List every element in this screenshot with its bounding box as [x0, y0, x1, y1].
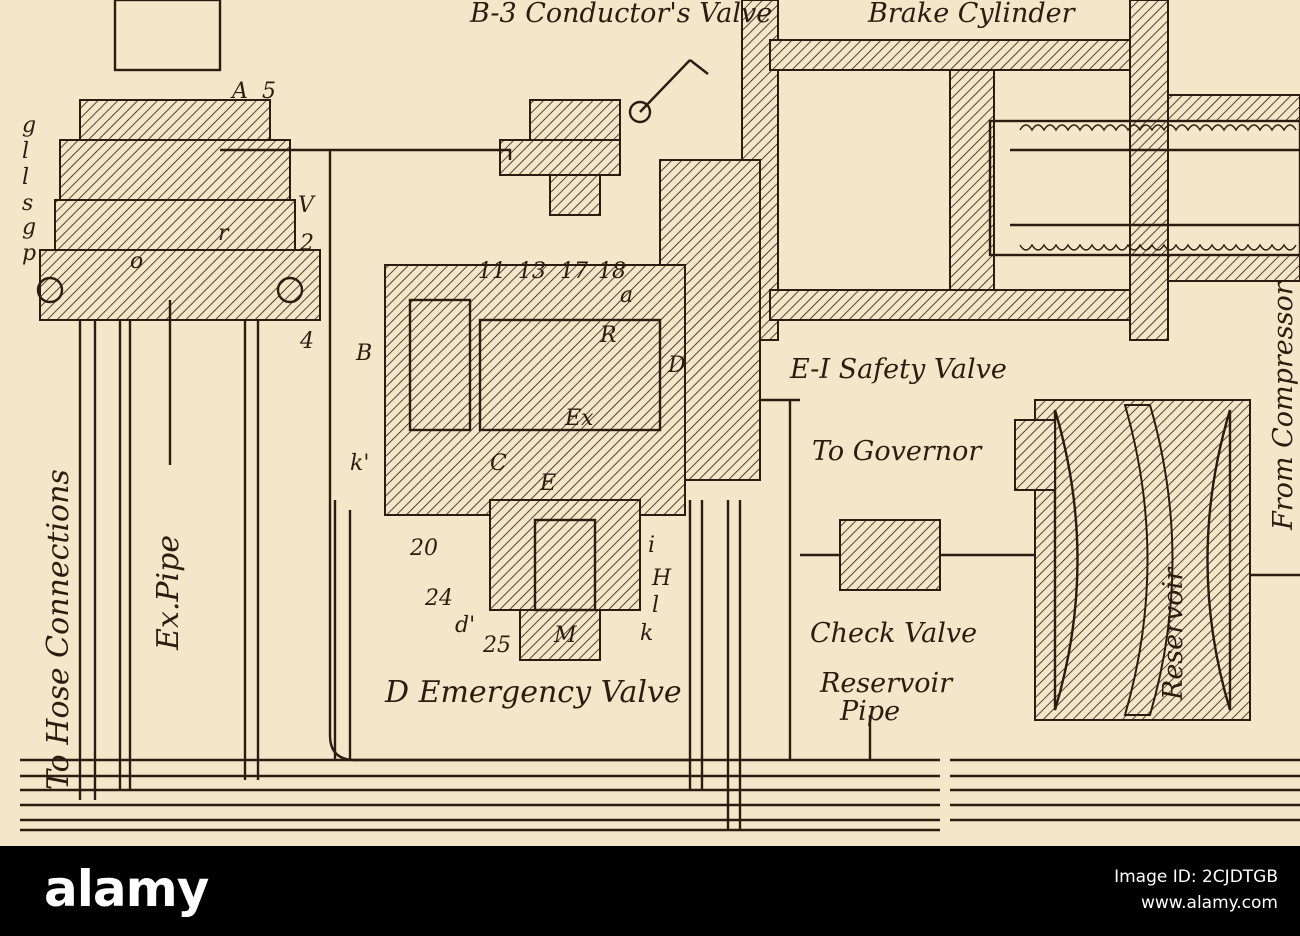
letter-l1: l	[22, 139, 29, 164]
letter-k: k	[640, 621, 653, 646]
image-id-text: Image ID: 2CJDTGB	[1114, 867, 1278, 887]
brake-system-diagram: B-3 Conductor's Valve Brake Cylinder E-I…	[20, 0, 1300, 832]
letter-A: A	[230, 79, 248, 104]
letter-C: C	[490, 451, 507, 476]
label-check-valve: Check Valve	[810, 618, 977, 649]
image-info: Image ID: 2CJDTGB www.alamy.com	[1030, 864, 1278, 916]
label-hose-connections: To Hose Connections	[41, 469, 76, 790]
conductors-valve	[499, 59, 709, 216]
letter-l3: l	[652, 593, 659, 618]
letter-g1: g	[22, 113, 36, 138]
letter-d1: d'	[455, 613, 475, 638]
letter-s: s	[22, 191, 33, 216]
letter-24: 24	[424, 586, 453, 611]
check-valve	[800, 519, 1000, 591]
letter-R: R	[599, 323, 617, 348]
label-reservoir-pipe-line2: Pipe	[839, 696, 900, 727]
letter-D: D	[667, 353, 686, 378]
label-emergency-valve: D Emergency Valve	[384, 675, 682, 710]
letter-g2: g	[22, 215, 36, 240]
letter-4: 4	[299, 329, 314, 354]
letter-p: p	[22, 241, 36, 266]
letter-M: M	[553, 623, 577, 648]
letter-5: 5	[262, 79, 276, 104]
site-url-text: www.alamy.com	[1140, 893, 1278, 913]
letter-11: 11	[478, 259, 506, 284]
letter-20: 20	[409, 536, 438, 561]
letter-a: a	[620, 283, 633, 308]
reservoir	[1000, 399, 1300, 721]
letter-o: o	[130, 249, 143, 274]
label-to-governor: To Governor	[812, 436, 983, 467]
label-safety-valve: E-I Safety Valve	[789, 354, 1007, 385]
label-ex-pipe: Ex.Pipe	[151, 535, 186, 651]
letter-V: V	[298, 193, 316, 218]
label-conductors-valve: B-3 Conductor's Valve	[469, 0, 772, 29]
letter-l2: l	[22, 165, 29, 190]
letter-E: E	[539, 471, 556, 496]
emergency-valve	[384, 264, 686, 661]
letter-17: 17	[560, 259, 588, 284]
label-from-compressor: From Compressor	[1268, 280, 1299, 531]
letter-Ex: Ex	[564, 406, 594, 431]
label-brake-cylinder: Brake Cylinder	[867, 0, 1077, 29]
alamy-logo: alamy	[44, 860, 209, 918]
letter-B: B	[355, 341, 372, 366]
label-reservoir-pipe-line1: Reservoir	[819, 668, 954, 699]
letter-2: 2	[299, 231, 314, 256]
letter-k1: k'	[350, 451, 369, 476]
letter-H: H	[651, 566, 672, 591]
watermark-bar	[0, 846, 1300, 936]
brake-cylinder	[659, 0, 1300, 481]
piping	[20, 148, 1300, 832]
engineers-valve	[36, 0, 321, 321]
part-letters: g l l s g p A 5 V 2 4 o r 11 13 17 18 a …	[22, 79, 686, 658]
letter-r: r	[218, 221, 230, 246]
label-reservoir: Reservoir	[1158, 566, 1189, 701]
letter-18: 18	[598, 259, 626, 284]
letter-13: 13	[518, 259, 546, 284]
letter-i: i	[648, 533, 655, 558]
letter-25: 25	[482, 633, 511, 658]
